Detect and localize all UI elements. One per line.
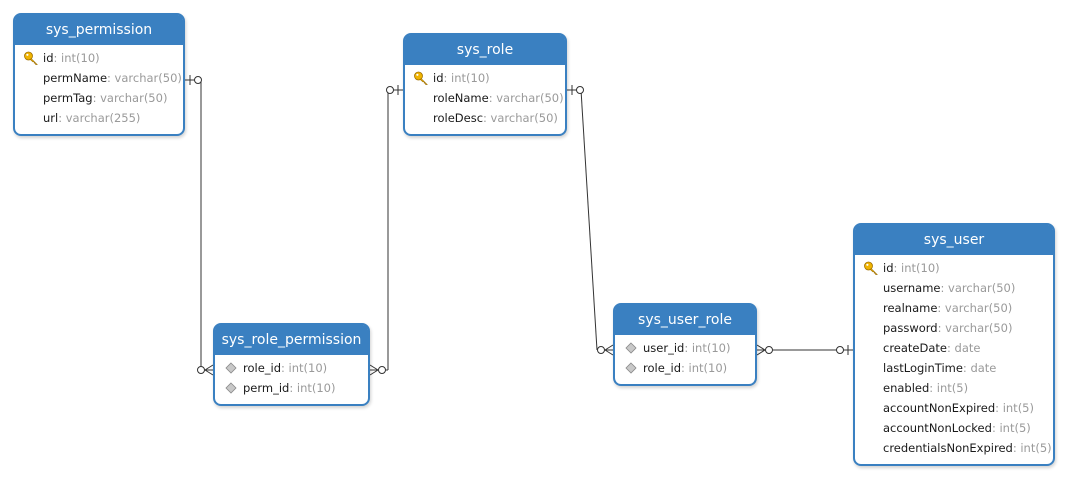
column-name: role_id [643,361,682,375]
column-row[interactable]: credentialsNonExpired: int(5) [855,438,1053,458]
table-sys-user-role[interactable]: sys_user_role user_id: int(10) role_id: … [613,303,757,386]
table-title: sys_permission [15,15,183,45]
column-row[interactable]: perm_id: int(10) [215,378,368,398]
column-name: user_id [643,341,685,355]
cardinality-zero-marker [378,366,386,374]
column-row[interactable]: password: varchar(50) [855,318,1053,338]
column-type: : varchar(50) [92,91,168,105]
column-row[interactable]: id: int(10) [405,68,565,88]
crowfoot-marker [369,364,379,371]
crowfoot-marker [204,369,214,376]
column-name: id [43,51,54,65]
column-name: credentialsNonExpired [883,441,1013,455]
crowfoot-marker [756,344,766,351]
column-type: : int(10) [289,381,336,395]
column-row[interactable]: accountNonExpired: int(5) [855,398,1053,418]
key-icon [863,260,879,276]
column-type: : int(10) [681,361,728,375]
column-name: accountNonExpired [883,401,996,415]
column-type: : int(10) [684,341,731,355]
foreign-key-diamond-icon [223,360,239,376]
cardinality-zero-marker [194,76,202,84]
cardinality-zero-marker [836,346,844,354]
table-sys-role-permission[interactable]: sys_role_permission role_id: int(10) per… [213,323,370,406]
cardinality-zero-marker [576,86,584,94]
column-name: createDate [883,341,947,355]
key-icon [413,70,429,86]
crowfoot-marker [369,369,379,376]
column-row[interactable]: permName: varchar(50) [15,68,183,88]
relationship-line [580,89,598,351]
column-type: : date [947,341,981,355]
column-name: roleName [433,91,489,105]
column-type: : int(10) [893,261,940,275]
column-type: : varchar(50) [937,301,1013,315]
column-row[interactable]: id: int(10) [15,48,183,68]
column-type: : int(10) [281,361,328,375]
table-sys-user[interactable]: sys_user id: int(10) username: varchar(5… [853,223,1055,466]
crowfoot-marker [604,349,614,356]
column-row[interactable]: role_id: int(10) [615,358,755,378]
column-type: : varchar(50) [488,91,564,105]
column-row[interactable]: id: int(10) [855,258,1053,278]
column-row[interactable]: lastLoginTime: date [855,358,1053,378]
column-name: perm_id [243,381,290,395]
foreign-key-diamond-icon [223,380,239,396]
column-row[interactable]: realname: varchar(50) [855,298,1053,318]
cardinality-zero-marker [765,346,773,354]
foreign-key-diamond-icon [623,340,639,356]
column-row[interactable]: roleName: varchar(50) [405,88,565,108]
column-row[interactable]: createDate: date [855,338,1053,358]
column-type: : varchar(50) [940,281,1016,295]
column-row[interactable]: permTag: varchar(50) [15,88,183,108]
cardinality-zero-marker [597,346,605,354]
column-type: : varchar(50) [483,111,558,125]
column-type: : int(10) [53,51,100,65]
table-title: sys_role_permission [215,325,368,355]
crowfoot-marker [204,364,214,371]
table-sys-permission[interactable]: sys_permission id: int(10) permName: var… [13,13,185,136]
column-type: : int(5) [1012,441,1052,455]
column-row[interactable]: url: varchar(255) [15,108,183,128]
column-name: enabled [883,381,930,395]
column-type: : int(5) [995,401,1034,415]
foreign-key-diamond-icon [623,360,639,376]
column-name: roleDesc [433,111,484,125]
table-title: sys_user_role [615,305,755,335]
key-icon [23,50,39,66]
column-type: : varchar(50) [937,321,1013,335]
cardinality-zero-marker [386,86,394,94]
column-name: url [43,111,59,125]
column-row[interactable]: enabled: int(5) [855,378,1053,398]
column-row[interactable]: username: varchar(50) [855,278,1053,298]
column-name: password [883,321,938,335]
column-name: permTag [43,91,93,105]
column-name: id [883,261,894,275]
column-row[interactable]: accountNonLocked: int(5) [855,418,1053,438]
column-name: username [883,281,941,295]
table-title: sys_role [405,35,565,65]
column-type: : int(5) [991,421,1031,435]
column-name: accountNonLocked [883,421,992,435]
column-name: lastLoginTime [883,361,963,375]
column-type: : date [962,361,997,375]
column-row[interactable]: user_id: int(10) [615,338,755,358]
crowfoot-marker [756,349,766,356]
table-title: sys_user [855,225,1053,255]
column-type: : varchar(50) [107,71,182,85]
column-name: id [433,71,444,85]
column-name: permName [43,71,108,85]
column-row[interactable]: role_id: int(10) [215,358,368,378]
crowfoot-marker [604,344,614,351]
column-type: : varchar(255) [58,111,141,125]
table-sys-role[interactable]: sys_role id: int(10) roleName: varchar(5… [403,33,567,136]
column-name: realname [883,301,938,315]
column-row[interactable]: roleDesc: varchar(50) [405,108,565,128]
column-name: role_id [243,361,282,375]
cardinality-zero-marker [197,366,205,374]
column-type: : int(10) [443,71,490,85]
column-type: : int(5) [929,381,969,395]
